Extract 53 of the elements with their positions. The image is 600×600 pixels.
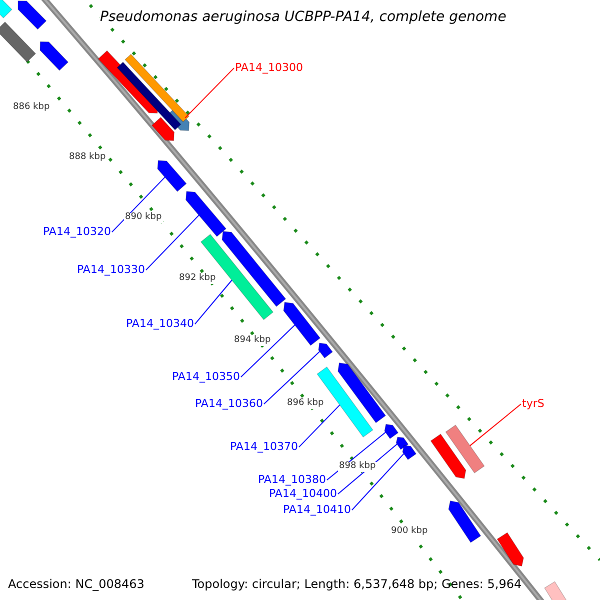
scale-label: 900 kbp [390, 527, 429, 537]
gene-feature [124, 54, 190, 122]
gene-feature [157, 160, 187, 192]
gene-label: PA14_10340 [126, 318, 194, 330]
gene-feature [544, 581, 568, 600]
gene-feature [396, 436, 409, 450]
gene-feature [445, 424, 485, 474]
gene-feature [151, 116, 174, 141]
gene-label: PA14_10300 [235, 62, 303, 74]
leader-line [470, 404, 522, 446]
gene-feature [116, 62, 182, 130]
leader-line [298, 404, 340, 448]
gene-feature [430, 434, 466, 479]
scale-label: 896 kbp [286, 399, 325, 409]
leader-line [145, 214, 200, 271]
gene-feature [200, 234, 274, 320]
gene-feature [40, 41, 69, 71]
title: Pseudomonas aeruginosa UCBPP-PA14, complete genome [100, 10, 506, 26]
gene-feature [186, 191, 226, 237]
gene-feature [318, 342, 333, 358]
gene-label: PA14_10330 [77, 264, 145, 276]
leader-line [184, 68, 234, 118]
leader-line [263, 351, 320, 405]
gene-feature [0, 22, 36, 62]
scale-label: 890 kbp [124, 213, 163, 223]
leader-line [240, 324, 296, 378]
info-text: Accession: NC_008463 [8, 578, 144, 592]
gene-label: PA14_10360 [195, 398, 263, 410]
gene-feature [222, 230, 286, 307]
gene-feature [18, 0, 47, 30]
gene-feature [402, 444, 417, 460]
gene-feature [0, 0, 12, 18]
gene-label: PA14_10400 [269, 488, 337, 500]
info-text: Topology: circular; Length: 6,537,648 bp; Genes: 5,964 [192, 578, 522, 592]
scale-label: 894 kbp [233, 336, 272, 346]
gene-label: PA14_10410 [283, 504, 351, 516]
leader-line [111, 176, 166, 233]
scale-label: 892 kbp [178, 274, 217, 284]
leader-line [194, 280, 232, 325]
gene-feature [338, 362, 386, 424]
gene-feature [384, 424, 399, 440]
gene-label: PA14_10380 [258, 474, 326, 486]
gene-feature [283, 302, 321, 346]
scale-label: 888 kbp [68, 153, 107, 163]
gene-feature [496, 532, 524, 566]
gene-label: PA14_10320 [43, 226, 111, 238]
gene-label: PA14_10350 [172, 371, 240, 384]
gene-label: PA14_10370 [230, 441, 298, 454]
gene-feature [448, 500, 482, 543]
leader-line [351, 453, 404, 511]
scale-label: 886 kbp [12, 103, 51, 113]
scale-label: 898 kbp [338, 462, 377, 472]
gene-label: tyrS [522, 398, 544, 410]
